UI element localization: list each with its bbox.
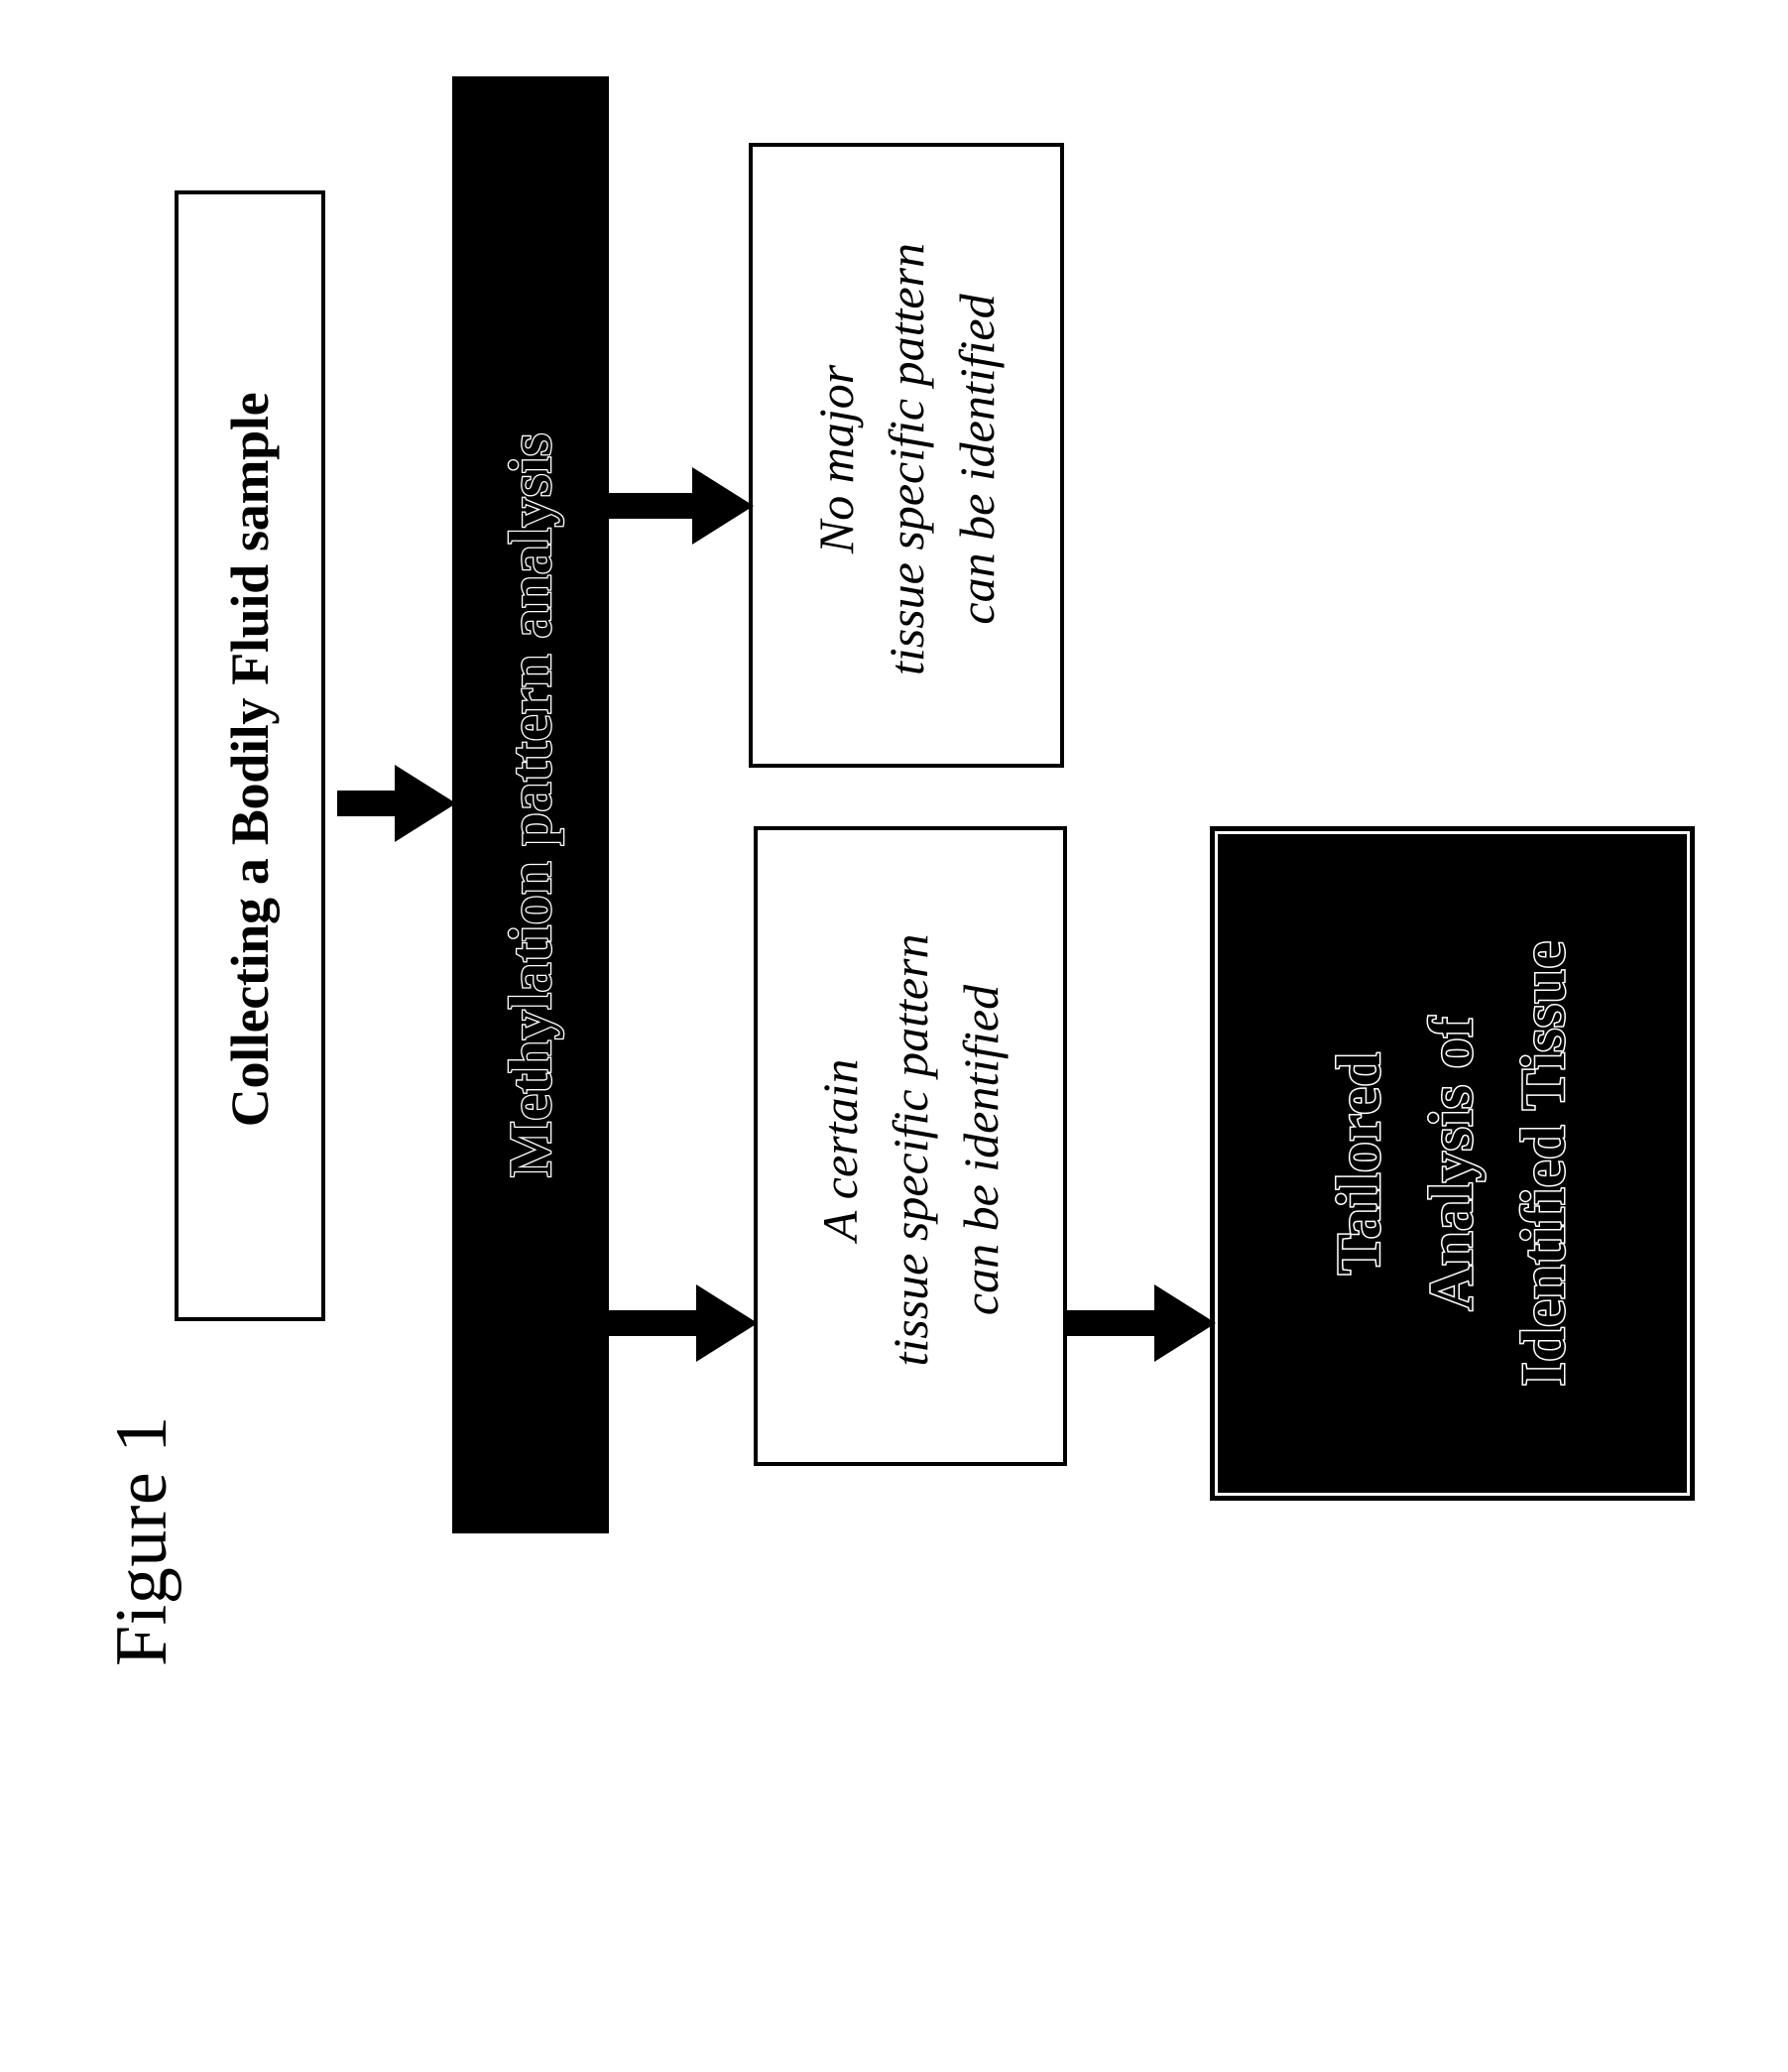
node-tailored-line-2: Analysis of xyxy=(1417,1015,1488,1312)
node-a-certain-line-3: can be identified xyxy=(952,984,1009,1316)
node-collecting-line-1: Collecting a Bodily Fluid sample xyxy=(220,392,280,1128)
node-tailored-analysis-of-identified-tissue[interactable]: Tailored Analysis of Identified Tissue xyxy=(1210,826,1695,1501)
arrow-head xyxy=(696,1284,758,1362)
node-no-major-tissue-specific-pattern[interactable]: No major tissue specific pattern can be … xyxy=(749,143,1064,768)
node-tailored-label-group: Tailored Analysis of Identified Tissue xyxy=(1215,831,1690,1496)
arrow-head xyxy=(692,467,754,545)
node-methylation-line-1: Methylation pattern analysis xyxy=(496,431,564,1178)
arrow-shaft xyxy=(1063,1310,1158,1336)
node-collecting-bodily-fluid-sample[interactable]: Collecting a Bodily Fluid sample xyxy=(175,190,325,1321)
node-no-major-label-group: No major tissue specific pattern can be … xyxy=(753,147,1060,772)
arrow-head xyxy=(395,765,456,842)
arrow-shaft xyxy=(603,1310,700,1336)
node-a-certain-line-2: tissue specific pattern xyxy=(882,933,938,1367)
arrow-head xyxy=(1154,1284,1216,1362)
node-no-major-line-1: No major xyxy=(807,364,864,554)
node-no-major-line-2: tissue specific pattern xyxy=(878,242,934,676)
arrow-methylation-to-a-certain-icon xyxy=(603,1284,758,1362)
arrow-shaft xyxy=(337,791,399,816)
node-a-certain-tissue-specific-pattern[interactable]: A certain tissue specific pattern can be… xyxy=(754,826,1067,1466)
arrow-collect-to-methylation-icon xyxy=(337,765,458,842)
arrow-shaft xyxy=(603,493,696,519)
node-collecting-label-group: Collecting a Bodily Fluid sample xyxy=(179,194,321,1325)
node-tailored-line-3: Identified Tissue xyxy=(1509,939,1580,1388)
node-a-certain-label-group: A certain tissue specific pattern can be… xyxy=(758,830,1063,1470)
arrow-a-certain-to-tailored-icon xyxy=(1063,1284,1216,1362)
node-methylation-label-group: Methylation pattern analysis xyxy=(454,78,607,1531)
arrow-methylation-to-no-major-icon xyxy=(603,467,754,545)
node-no-major-line-3: can be identified xyxy=(948,294,1005,625)
node-methylation-pattern-analysis[interactable]: Methylation pattern analysis xyxy=(452,76,609,1533)
node-a-certain-line-1: A certain xyxy=(811,1058,868,1242)
node-tailored-line-1: Tailored xyxy=(1325,1050,1395,1277)
